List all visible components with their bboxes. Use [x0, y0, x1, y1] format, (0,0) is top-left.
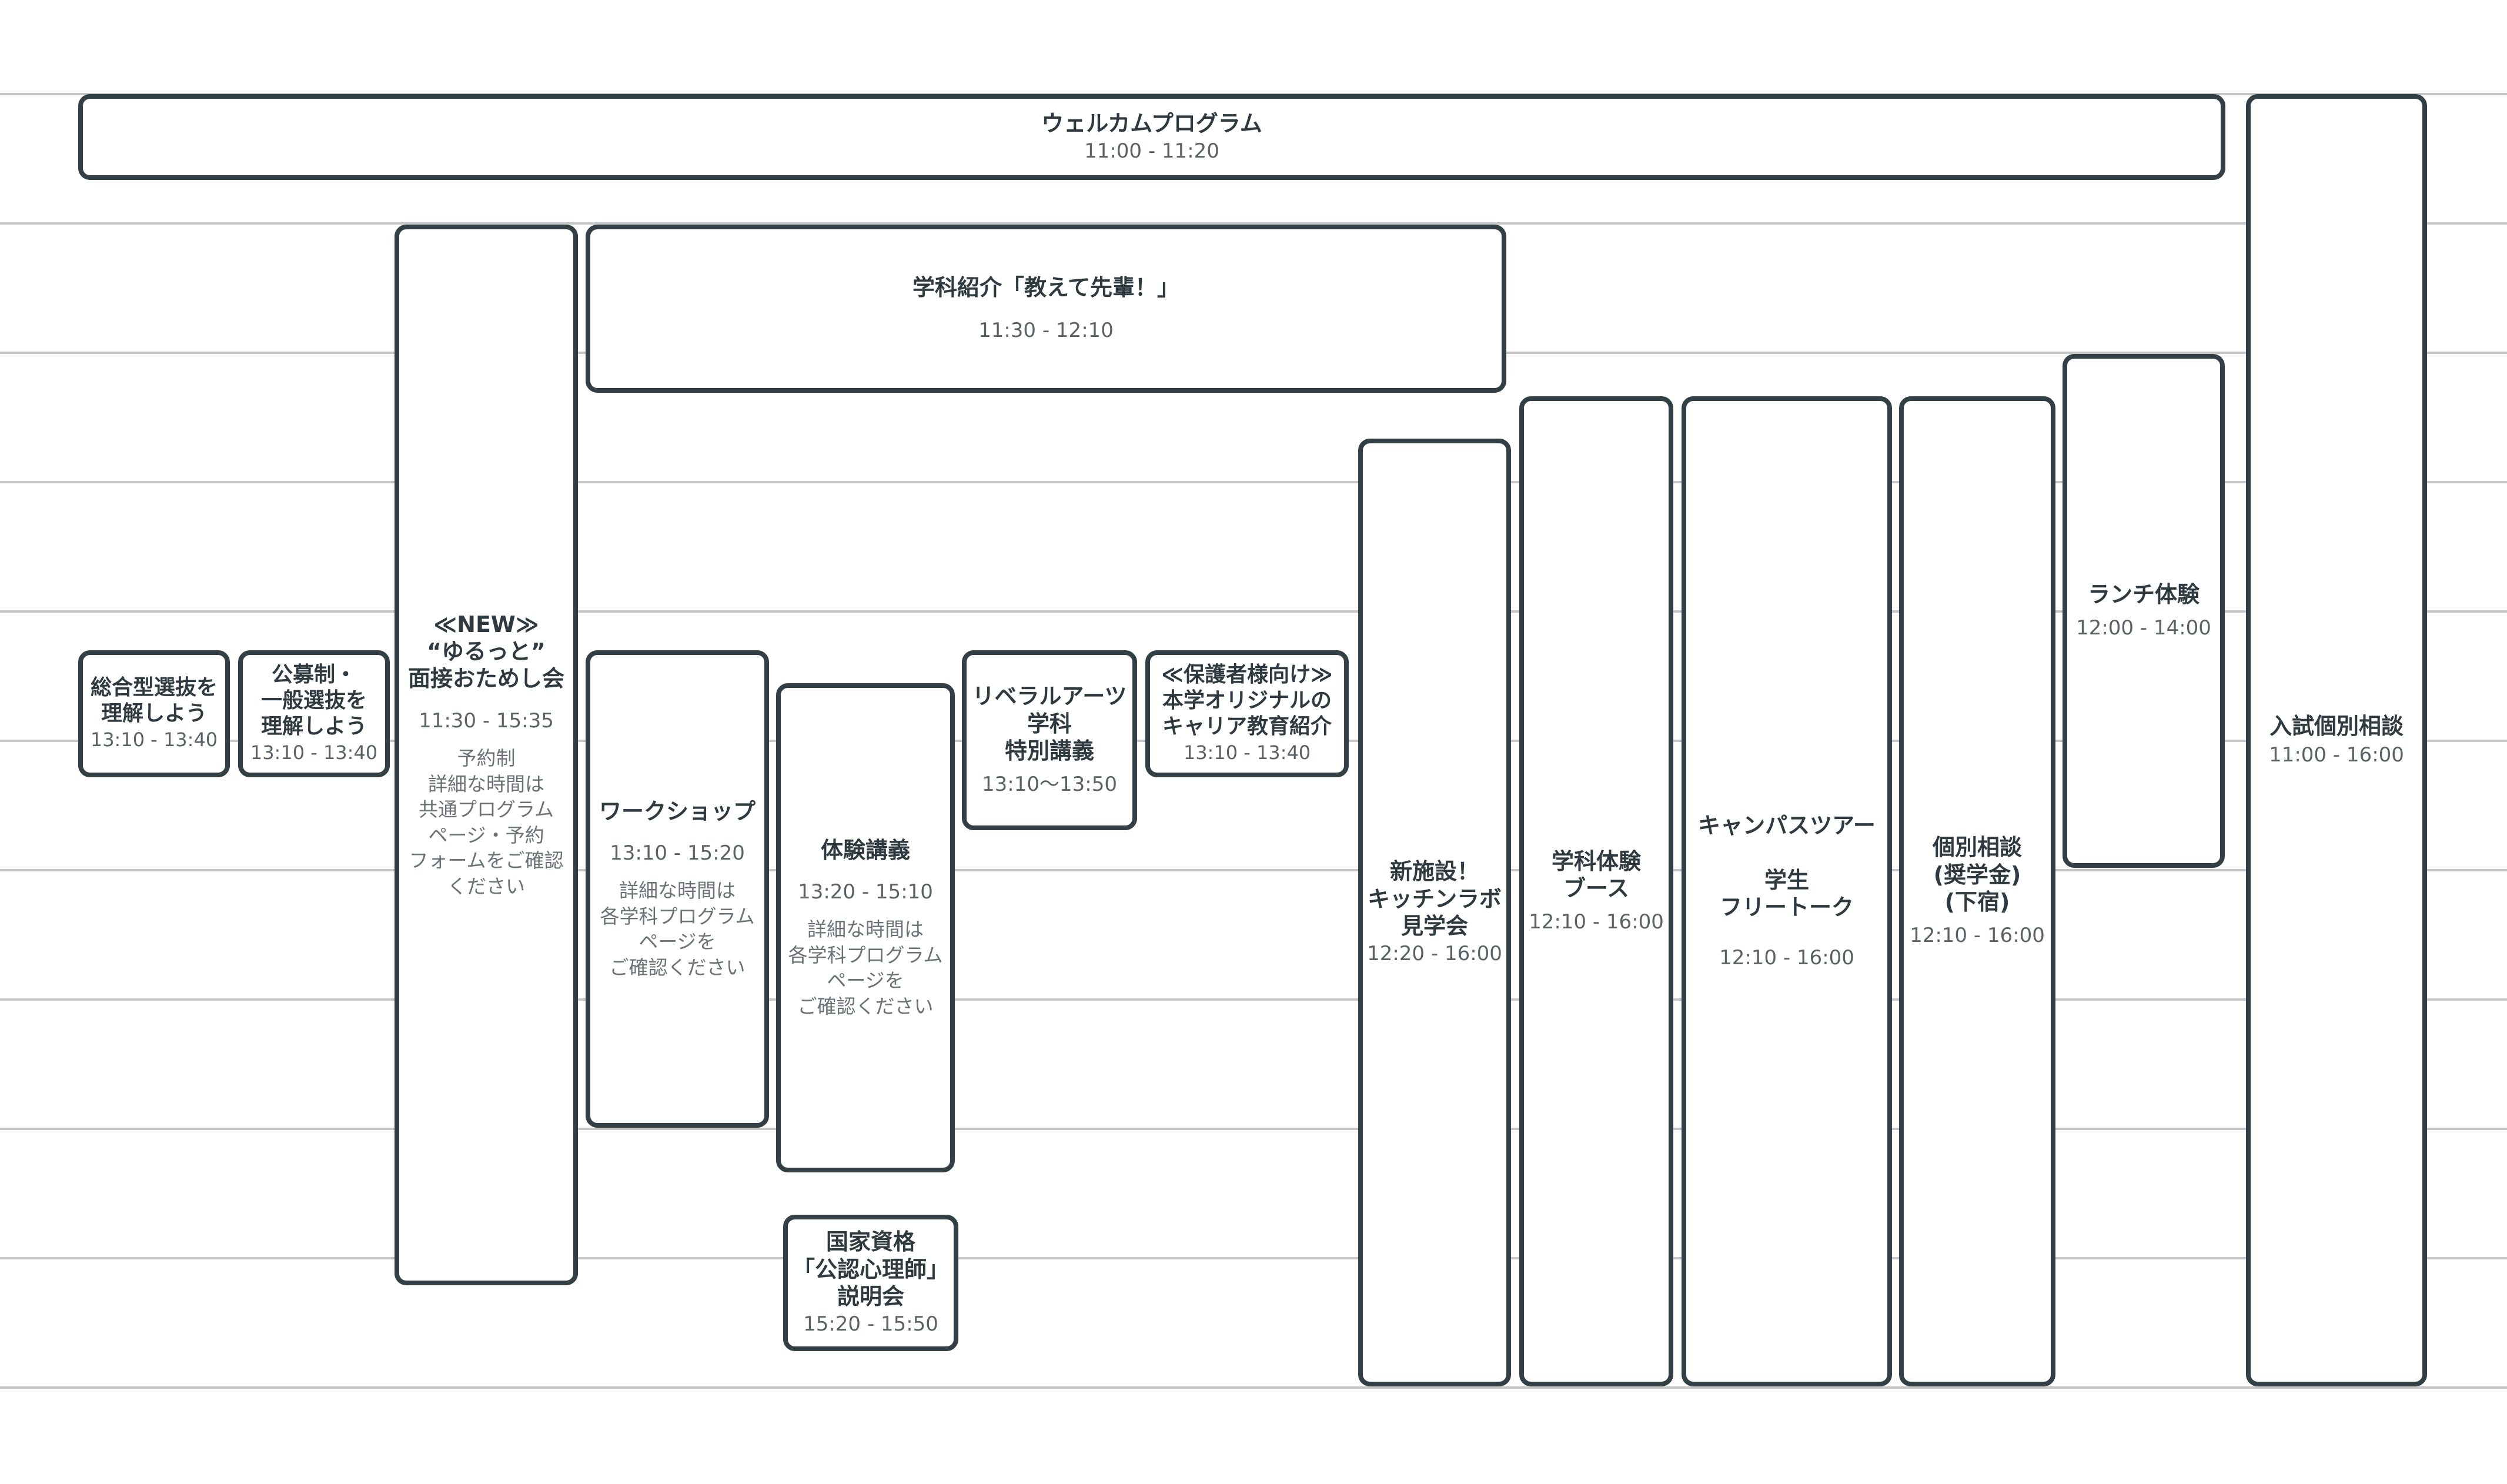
grid-line	[0, 1386, 2507, 1389]
event-kobetsu-soudan[interactable]: 個別相談 (奨学金) (下宿) 12:10 - 16:00	[1899, 396, 2055, 1386]
event-title: 体験講義	[820, 837, 910, 863]
grid-line	[0, 222, 2507, 225]
event-title: 個別相談 (奨学金) (下宿)	[1932, 834, 2022, 915]
event-time: 15:20 - 15:50	[803, 1312, 938, 1336]
grid-line	[0, 869, 2507, 871]
grid-line	[0, 1257, 2507, 1259]
event-title: 入試個別相談	[2269, 713, 2404, 739]
event-time: 13:20 - 15:10	[798, 880, 933, 904]
event-time: 13:10〜13:50	[982, 773, 1117, 797]
event-campus-tour[interactable]: キャンパスツアー 学生 フリートーク 12:10 - 16:00	[1682, 396, 1892, 1386]
event-title: 国家資格 「公認心理師」 説明会	[793, 1229, 950, 1310]
event-nyushi-kobetsu-soudan[interactable]: 入試個別相談 11:00 - 16:00	[2246, 94, 2427, 1386]
event-time: 11:00 - 11:20	[1084, 139, 1219, 163]
event-title: ウェルカムプログラム	[1041, 110, 1262, 136]
event-title: 新施設！ キッチンラボ 見学会	[1368, 858, 1502, 940]
event-title: ランチ体験	[2087, 581, 2200, 607]
event-kokka-shikaku-setsumeikai[interactable]: 国家資格 「公認心理師」 説明会 15:20 - 15:50	[783, 1215, 958, 1351]
event-title: リベラルアーツ 学科 特別講義	[972, 683, 1127, 764]
event-time: 12:20 - 16:00	[1367, 942, 1502, 966]
event-title: ≪保護者様向け≫ 本学オリジナルの キャリア教育紹介	[1161, 663, 1333, 739]
event-gakka-taiken-booth[interactable]: 学科体験 ブース 12:10 - 16:00	[1519, 396, 1673, 1386]
event-time: 11:30 - 15:35	[419, 708, 554, 733]
event-time: 12:10 - 16:00	[1529, 910, 1664, 934]
event-time: 11:30 - 12:10	[978, 319, 1114, 343]
event-title: 公募制・ 一般選抜を 理解しよう	[260, 663, 367, 739]
event-note: 予約制 詳細な時間は 共通プログラム ページ・予約 フォームをご確認 ください	[409, 746, 564, 898]
event-welcome-program[interactable]: ウェルカムプログラム 11:00 - 11:20	[78, 94, 2225, 180]
event-time: 13:10 - 13:40	[90, 728, 218, 751]
event-title: 学科体験 ブース	[1551, 848, 1641, 901]
grid-line	[0, 1128, 2507, 1130]
grid-line	[0, 610, 2507, 613]
event-kitchen-lab-kengakukai[interactable]: 新施設！ キッチンラボ 見学会 12:20 - 16:00	[1358, 439, 1511, 1386]
event-time: 13:10 - 13:40	[1183, 741, 1311, 764]
event-time: 12:00 - 14:00	[2076, 616, 2211, 640]
event-time: 12:10 - 16:00	[1910, 924, 2045, 948]
event-time: 11:00 - 16:00	[2269, 743, 2404, 767]
event-mensetsu-otameshi[interactable]: ≪NEW≫ “ゆるっと” 面接おためし会 11:30 - 15:35 予約制 詳…	[395, 225, 578, 1285]
event-title: キャンパスツアー 学生 フリートーク	[1698, 813, 1876, 921]
event-time: 13:10 - 13:40	[250, 741, 378, 764]
event-time: 13:10 - 15:20	[610, 841, 745, 865]
grid-line	[0, 481, 2507, 483]
event-time: 12:10 - 16:00	[1719, 945, 1854, 970]
event-workshop[interactable]: ワークショップ 13:10 - 15:20 詳細な時間は 各学科プログラム ペー…	[586, 650, 769, 1128]
event-sogo-senbatsu[interactable]: 総合型選抜を 理解しよう 13:10 - 13:40	[78, 650, 230, 777]
event-title: ≪NEW≫ “ゆるっと” 面接おためし会	[407, 611, 564, 692]
grid-line	[0, 998, 2507, 1001]
event-kobo-ippan-senbatsu[interactable]: 公募制・ 一般選抜を 理解しよう 13:10 - 13:40	[238, 650, 390, 777]
event-liberal-arts-tokubetsu-kougi[interactable]: リベラルアーツ 学科 特別講義 13:10〜13:50	[962, 650, 1137, 830]
event-gakka-intro[interactable]: 学科紹介「教えて先輩！」 11:30 - 12:10	[586, 225, 1506, 393]
event-lunch-taiken[interactable]: ランチ体験 12:00 - 14:00	[2063, 354, 2225, 868]
event-hogosha-career[interactable]: ≪保護者様向け≫ 本学オリジナルの キャリア教育紹介 13:10 - 13:40	[1145, 650, 1349, 777]
event-title: 学科紹介「教えて先輩！」	[912, 274, 1180, 300]
event-note: 詳細な時間は 各学科プログラム ページを ご確認ください	[788, 918, 943, 1018]
event-title: 総合型選抜を 理解しよう	[90, 676, 218, 726]
event-title: ワークショップ	[599, 798, 756, 824]
event-note: 詳細な時間は 各学科プログラム ページを ご確認ください	[600, 879, 755, 979]
event-taiken-kougi[interactable]: 体験講義 13:20 - 15:10 詳細な時間は 各学科プログラム ページを …	[776, 683, 955, 1172]
